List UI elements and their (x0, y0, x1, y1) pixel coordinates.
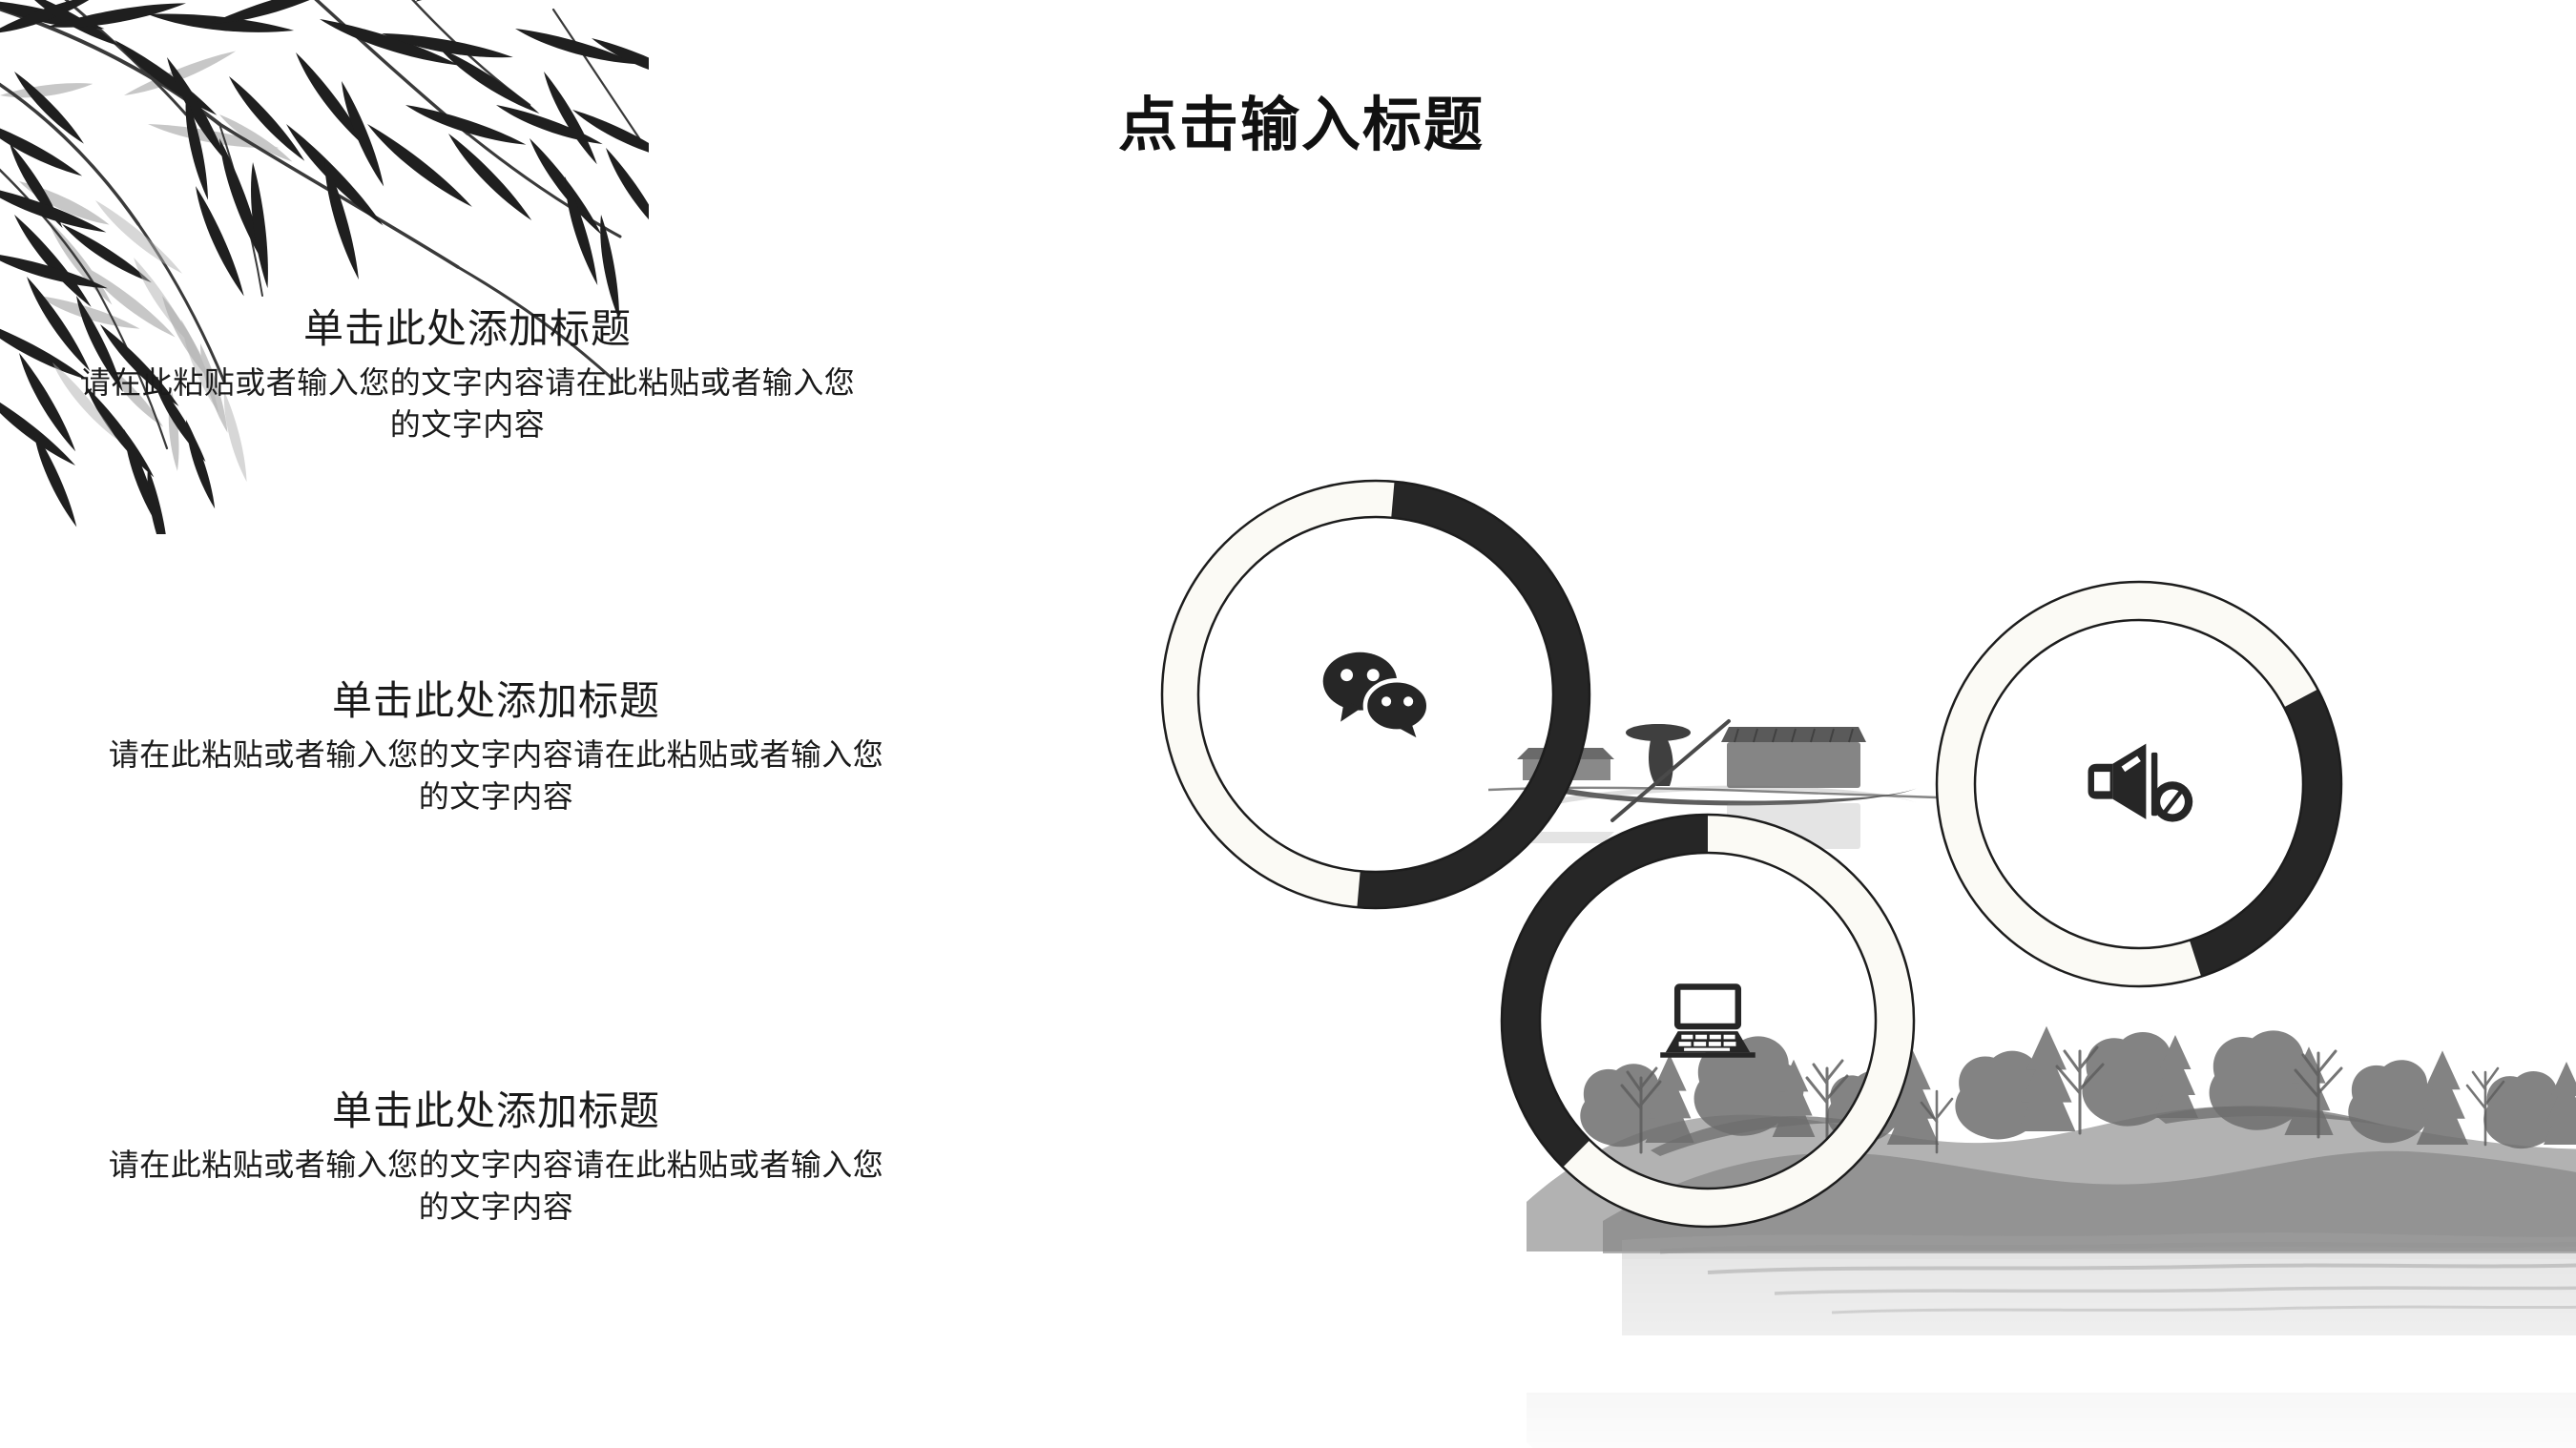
content-block-2[interactable]: 单击此处添加标题 请在此粘贴或者输入您的文字内容请在此粘贴或者输入您的文字内容 (105, 677, 887, 817)
content-block-1-body: 请在此粘贴或者输入您的文字内容请在此粘贴或者输入您的文字内容 (79, 365, 856, 442)
circle-badge-mute[interactable] (1929, 574, 2349, 994)
content-block-3[interactable]: 单击此处添加标题 请在此粘贴或者输入您的文字内容请在此粘贴或者输入您的文字内容 (105, 1087, 887, 1228)
circle-badge-wechat[interactable] (1160, 479, 1591, 910)
bamboo-ink-painting (0, 0, 697, 568)
mute-speaker-icon (1929, 574, 2349, 994)
wechat-icon (1166, 485, 1586, 904)
laptop-icon (1498, 811, 1918, 1231)
content-block-2-body: 请在此粘贴或者输入您的文字内容请在此粘贴或者输入您的文字内容 (108, 737, 884, 814)
content-block-3-heading: 单击此处添加标题 (331, 1088, 660, 1133)
content-block-3-body: 请在此粘贴或者输入您的文字内容请在此粘贴或者输入您的文字内容 (108, 1148, 884, 1224)
page-title: 点击输入标题 (1118, 93, 1485, 158)
content-block-2-heading: 单击此处添加标题 (331, 678, 660, 723)
water-reflection (1527, 1393, 2576, 1448)
content-block-1[interactable]: 单击此处添加标题 请在此粘贴或者输入您的文字内容请在此粘贴或者输入您的文字内容 (76, 305, 859, 445)
water-surface (1659, 1241, 2576, 1314)
content-block-1-heading: 单击此处添加标题 (302, 306, 632, 351)
circle-badge-laptop[interactable] (1498, 811, 1918, 1231)
